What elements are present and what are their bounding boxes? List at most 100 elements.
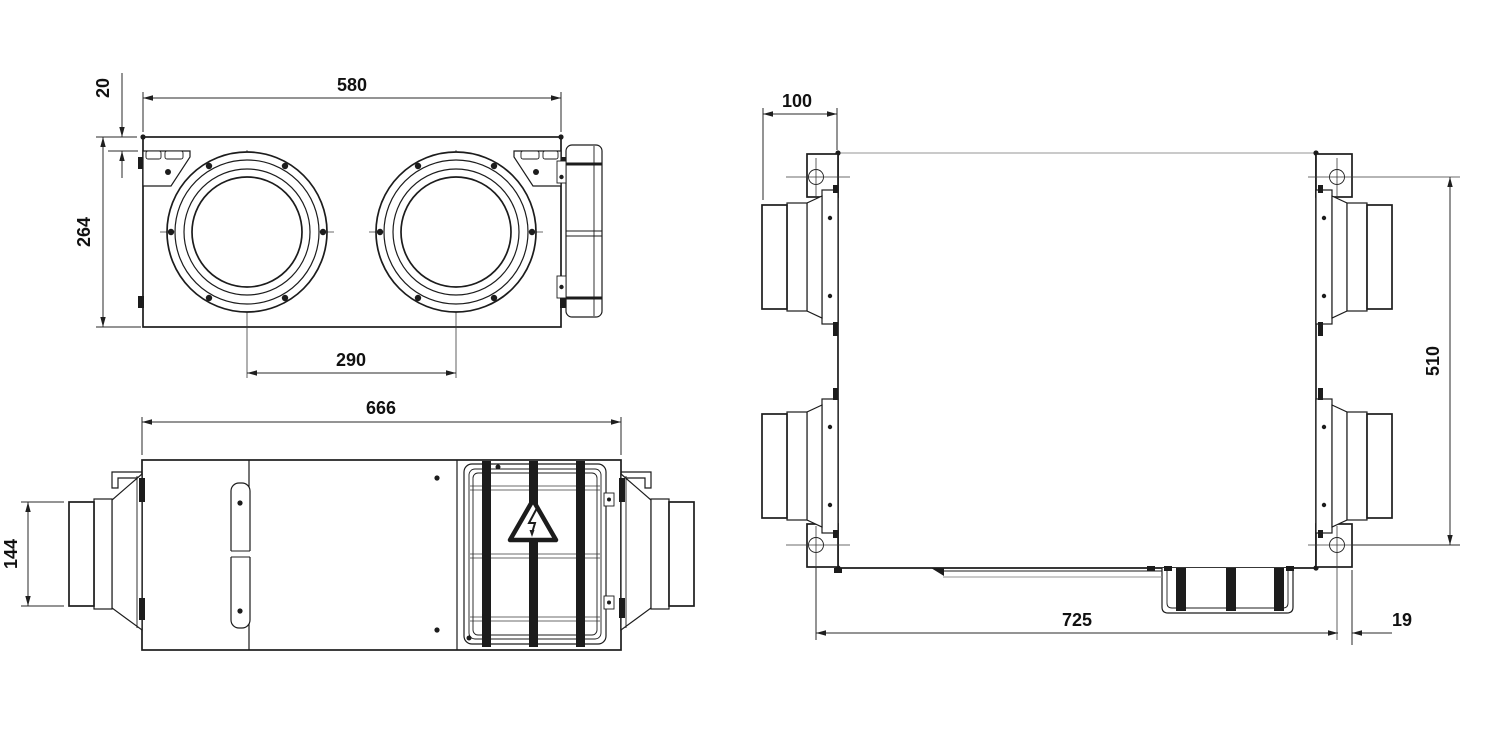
dimension-front-top-offset: 20 — [93, 73, 138, 178]
grille-strap — [529, 461, 538, 647]
spigot-ring — [786, 411, 808, 521]
spigot-cap — [1366, 413, 1393, 519]
dimension-top-spigot-protrusion: 100 — [762, 91, 838, 200]
arrowhead — [119, 127, 125, 137]
dimension-top-bracket-edge-offset: 19 — [1351, 570, 1412, 645]
flange-bolt — [414, 162, 422, 170]
spigot-ring — [650, 498, 670, 610]
edge-clip — [1318, 530, 1323, 538]
arrowhead — [446, 370, 456, 376]
dimension-front-body-width: 580 — [142, 75, 562, 132]
dimension-front-port-spacing: 290 — [247, 350, 456, 376]
flange-bolt — [281, 294, 289, 302]
rail-tick — [931, 568, 944, 576]
flange-bolt — [281, 162, 289, 170]
spigot-cap — [668, 501, 695, 607]
flange-bolt — [376, 228, 384, 236]
dim-label-side-body-length: 666 — [366, 398, 396, 418]
spigot-cone — [806, 195, 823, 319]
latch-tab — [556, 160, 567, 184]
spigot-ring — [93, 498, 113, 610]
wall-hook-left — [111, 471, 142, 489]
edge-clip — [619, 478, 625, 502]
corner-dot — [558, 134, 564, 140]
bracket-hole — [533, 169, 539, 175]
spigot-cap — [761, 413, 788, 519]
top-spigot-left-upper — [761, 189, 839, 325]
spigot-cap — [68, 501, 95, 607]
dim-label-front-top-offset: 20 — [93, 78, 113, 98]
top-spigot-right-lower — [1315, 398, 1393, 534]
arrowhead — [119, 151, 125, 161]
bottom-rail — [834, 568, 1162, 578]
bottom-connector-box — [1147, 566, 1294, 614]
arrowhead — [100, 137, 106, 147]
side-view: 666 144 — [1, 398, 695, 651]
arrowhead — [551, 95, 561, 101]
edge-clip — [1147, 566, 1155, 571]
box-strap — [1226, 568, 1236, 611]
edge-clip — [1318, 388, 1323, 400]
spigot-ring — [1346, 202, 1368, 312]
flange-bolt — [528, 228, 536, 236]
arrowhead — [1447, 177, 1453, 187]
arrowhead — [1447, 535, 1453, 545]
top-view: 100 510 725 19 — [761, 91, 1460, 645]
dim-label-side-spigot-height: 144 — [1, 539, 21, 569]
spigot-cap — [761, 204, 788, 310]
mount-tab-bottom-left — [786, 523, 850, 568]
arrowhead — [763, 111, 773, 117]
dimension-side-body-length: 666 — [141, 398, 622, 455]
flange-bolt — [414, 294, 422, 302]
edge-clip — [560, 296, 566, 308]
spigot-ring — [1346, 411, 1368, 521]
spigot-flange — [821, 398, 839, 534]
grille-strap — [482, 461, 491, 647]
edge-clip — [833, 185, 838, 193]
dim-label-top-bracket-spacing-depth: 510 — [1423, 346, 1443, 376]
flange-bolt — [167, 228, 175, 236]
grille-strap — [576, 461, 585, 647]
screw — [495, 464, 501, 470]
box-strap — [1176, 568, 1186, 611]
dim-label-top-bracket-edge-offset: 19 — [1392, 610, 1412, 630]
edge-clip — [138, 296, 144, 308]
hinge-strip — [230, 482, 251, 629]
edge-clip — [619, 598, 625, 618]
spigot-flange — [821, 189, 839, 325]
mount-tab-bottom-right — [1308, 523, 1460, 640]
spigot-ring — [786, 202, 808, 312]
arrowhead — [25, 502, 31, 512]
dim-label-front-body-height: 264 — [74, 217, 94, 247]
edge-clip — [139, 598, 145, 620]
flange-bolt — [205, 294, 213, 302]
filter-grille — [463, 461, 615, 647]
edge-clip — [834, 568, 842, 573]
side-spigot-left — [68, 472, 143, 632]
spigot-cone — [806, 404, 823, 528]
dimension-side-spigot-height: 144 — [1, 501, 64, 607]
dim-label-top-spigot-protrusion: 100 — [782, 91, 812, 111]
edge-clip — [1286, 566, 1294, 571]
screw — [237, 608, 243, 614]
screw — [434, 627, 440, 633]
top-body — [837, 153, 1317, 569]
edge-clip — [139, 478, 145, 502]
arrowhead — [142, 419, 152, 425]
arrowhead — [247, 370, 257, 376]
mounting-bracket-top-left — [142, 150, 191, 187]
corner-dot — [140, 134, 146, 140]
spigot-cone — [111, 472, 143, 632]
bracket-hole — [165, 169, 171, 175]
flange-bolt — [490, 162, 498, 170]
edge-clip — [138, 157, 144, 169]
dimension-top-bracket-spacing-depth: 510 — [1352, 177, 1460, 546]
duct-port-right — [369, 150, 543, 378]
arrowhead — [816, 630, 826, 636]
dimension-front-body-height: 264 — [74, 136, 141, 328]
spigot-cone — [1331, 404, 1348, 528]
spigot-cap — [1366, 204, 1393, 310]
arrowhead — [100, 317, 106, 327]
screw — [466, 635, 472, 641]
